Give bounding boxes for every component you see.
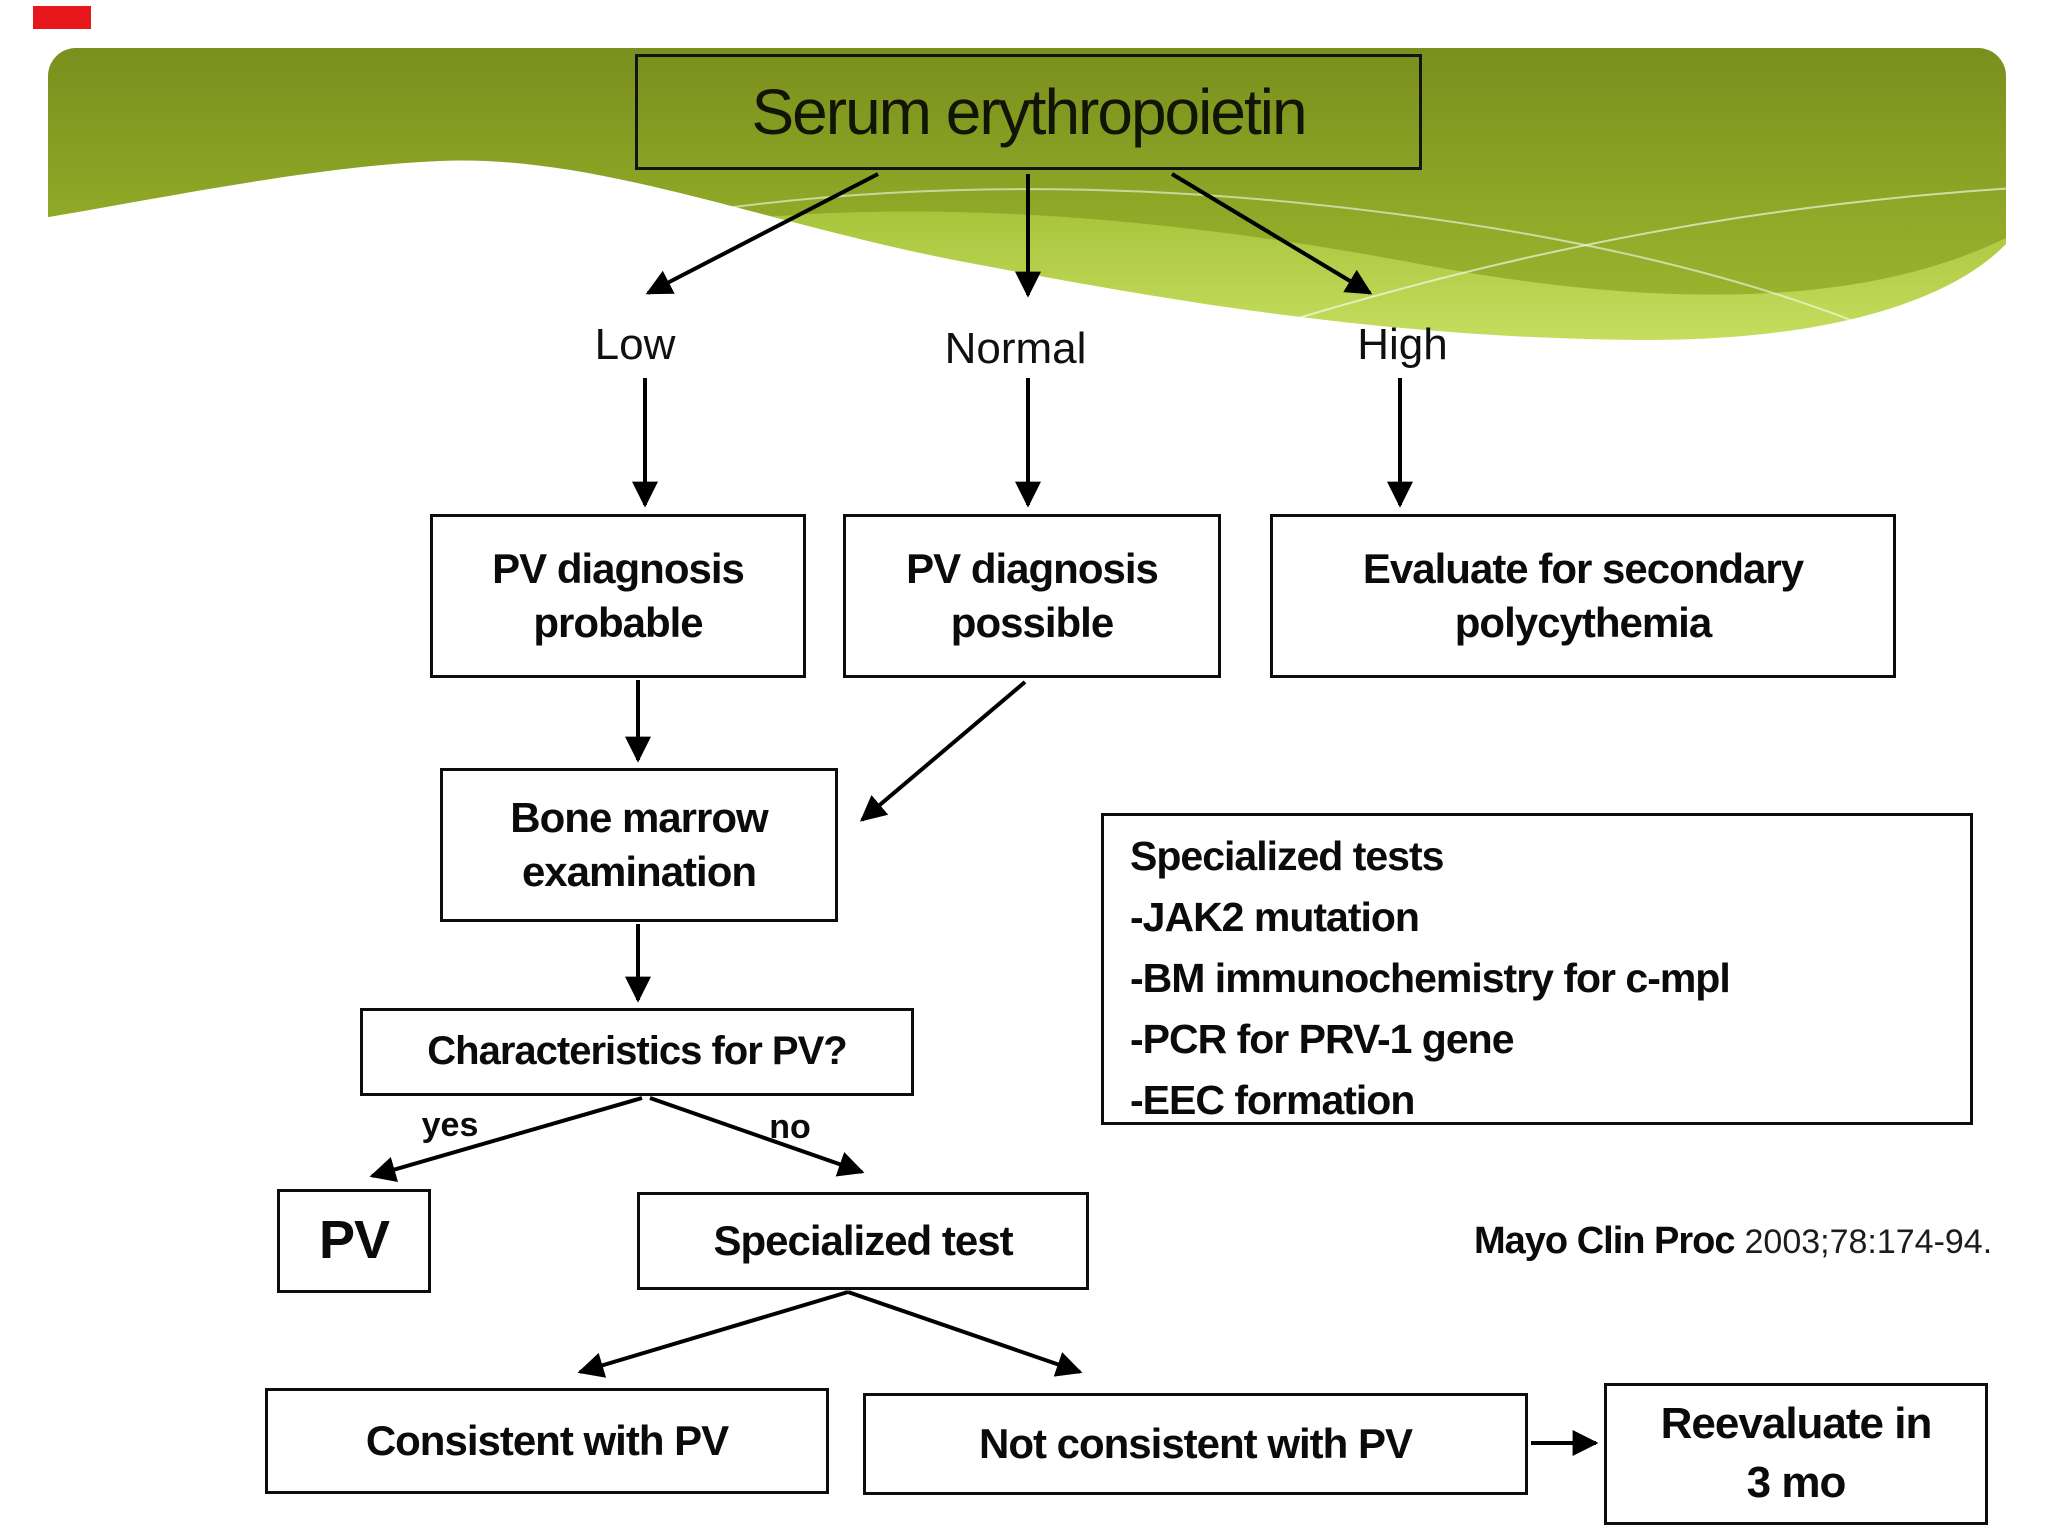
box-specialized-test: Specialized test [637,1192,1089,1290]
recording-indicator [33,6,91,29]
slide-title: Serum erythropoietin [751,76,1307,148]
specialized-tests-panel: Specialized tests -JAK2 mutation -BM imm… [1101,813,1973,1125]
citation-reference: 2003;78:174-94. [1744,1223,1993,1261]
box-not-consistent-with-pv: Not consistent with PV [863,1393,1528,1495]
reevaluate-text: Reevaluate in 3 mo [1660,1395,1933,1512]
box-bone-marrow-examination: Bone marrow examination [440,768,838,922]
specialized-tests-item: -PCR for PRV-1 gene [1130,1016,1515,1062]
arrow-title-to-low [645,172,879,295]
specialized-tests-item: -JAK2 mutation [1130,894,1420,940]
title-box: Serum erythropoietin [635,54,1422,170]
label-high: High [1357,320,1448,369]
white-wave [0,160,2048,440]
box-reevaluate: Reevaluate in 3 mo [1604,1383,1988,1525]
arrow-yes-to-pv [369,1096,643,1182]
reevaluate-line1: Reevaluate in [1660,1399,1933,1449]
arrow-spec-to-notconsistent [847,1290,1083,1377]
box-evaluate-secondary: Evaluate for secondary polycythemia [1270,514,1896,678]
box-pv: PV [277,1189,431,1293]
arrow-spec-to-consistent [577,1290,849,1378]
label-normal: Normal [944,324,1087,373]
specialized-tests-item: -EEC formation [1130,1077,1415,1123]
box-characteristics-for-pv: Characteristics for PV? [360,1008,914,1096]
arrow-possible-to-bonemarrow [860,680,1027,822]
label-low: Low [594,320,676,369]
specialized-tests-title: Specialized tests [1130,833,1444,879]
box-consistent-with-pv: Consistent with PV [265,1388,829,1494]
box-pv-diagnosis-probable: PV diagnosis probable [430,514,806,678]
reevaluate-line2: 3 mo [1746,1458,1847,1507]
arrow-title-to-high [1170,172,1373,295]
arrow-no-to-specializedtest [649,1096,865,1177]
specialized-tests-item: -BM immunochemistry for c-mpl [1130,955,1731,1001]
citation-journal: Mayo Clin Proc [1474,1220,1735,1262]
label-yes: yes [421,1106,479,1144]
box-pv-diagnosis-possible: PV diagnosis possible [843,514,1221,678]
label-no: no [769,1108,811,1146]
